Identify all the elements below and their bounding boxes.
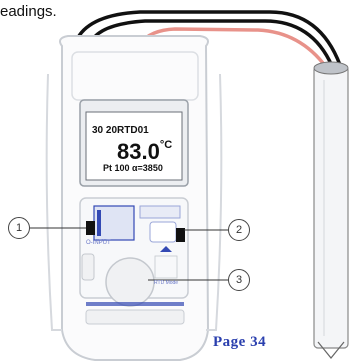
lcd-indicator-row: 30 20RTD01 — [92, 125, 149, 136]
callout-2: 2 — [228, 219, 250, 241]
callout-3: 3 — [228, 269, 250, 291]
caption-text: eadings. — [0, 3, 57, 20]
dial-knob — [105, 257, 155, 307]
lcd-reading: 83.0°C — [117, 139, 172, 165]
page-number: Page 34 — [213, 334, 267, 350]
probe-cable-black-1 — [73, 10, 342, 66]
mode-label: RTD Mode — [154, 280, 179, 286]
select-button — [149, 221, 177, 243]
reading-unit: °C — [159, 139, 173, 151]
lcd-sensor-info: Pt 100 α=3850 — [103, 163, 163, 173]
reading-value: 83.0 — [117, 139, 160, 164]
marker-2 — [176, 228, 185, 242]
probe-cable-black-2 — [88, 19, 334, 67]
marker-1 — [86, 221, 95, 235]
lcd-screen — [85, 111, 183, 181]
side-label: O-INPUT — [86, 240, 111, 246]
callout-1: 1 — [8, 217, 30, 239]
rtd-probe-rod — [313, 65, 349, 349]
